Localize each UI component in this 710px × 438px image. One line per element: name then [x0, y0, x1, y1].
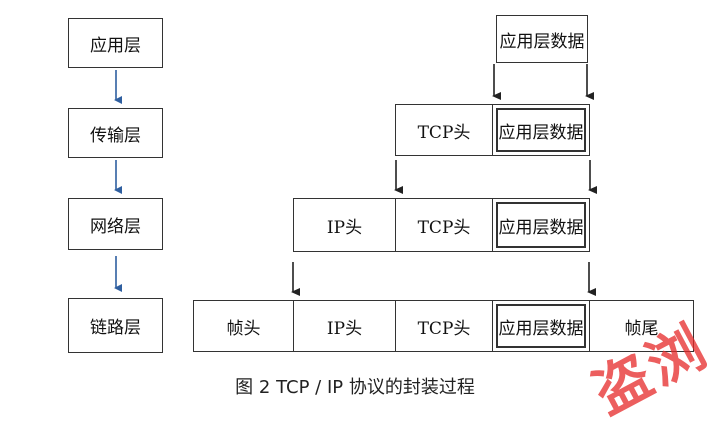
link-app-data: 应用层数据 — [492, 300, 590, 352]
layer-label: 网络层 — [90, 216, 141, 237]
layer-link: 链路层 — [68, 298, 163, 353]
figure-caption: 图 2 TCP / IP 协议的封装过程 — [235, 377, 475, 398]
network-app-data: 应用层数据 — [492, 198, 590, 252]
link-frame-header: 帧头 — [193, 300, 294, 352]
network-app-data-inner: 应用层数据 — [496, 202, 586, 248]
top-app-data: 应用层数据 — [496, 15, 588, 63]
layer-transport: 传输层 — [68, 108, 163, 158]
arrows-layer — [114, 64, 597, 296]
layer-label: 应用层 — [90, 35, 141, 56]
layer-network: 网络层 — [68, 198, 163, 250]
link-app-data-inner: 应用层数据 — [496, 304, 586, 348]
transport-app-data: 应用层数据 — [492, 104, 590, 156]
transport-tcp-header: TCP头 — [395, 104, 493, 156]
layer-application: 应用层 — [68, 18, 163, 68]
network-ip-header: IP头 — [293, 198, 396, 252]
link-ip-header: IP头 — [293, 300, 396, 352]
network-tcp-header: TCP头 — [395, 198, 493, 252]
layer-label: 传输层 — [90, 125, 141, 146]
layer-label: 链路层 — [90, 318, 141, 338]
link-frame-trailer: 帧尾 — [589, 300, 694, 352]
transport-app-data-inner: 应用层数据 — [496, 108, 586, 152]
